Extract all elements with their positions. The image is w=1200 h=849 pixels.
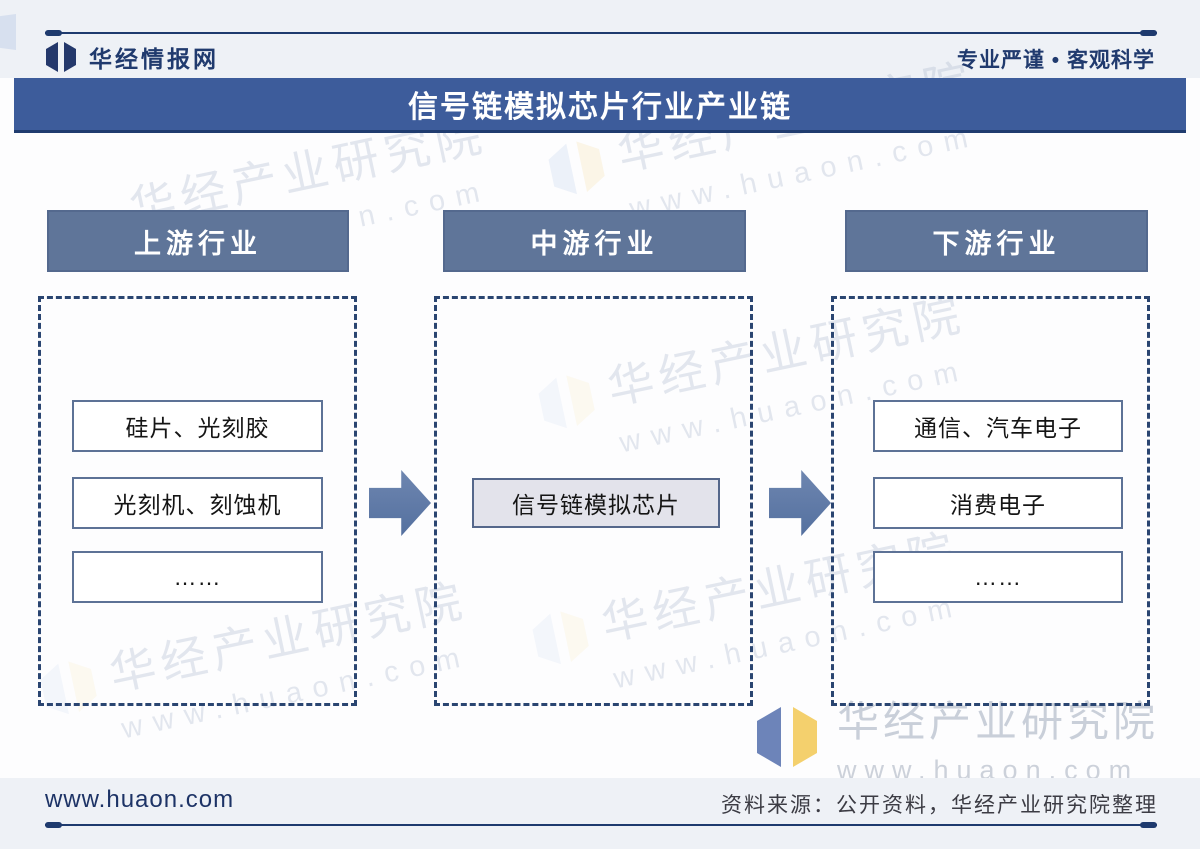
upstream-item: 光刻机、刻蚀机 — [72, 477, 323, 529]
footer-rule — [45, 822, 1157, 828]
midstream-item: 信号链模拟芯片 — [472, 478, 720, 528]
arrow-midstream-to-downstream-icon — [769, 470, 831, 536]
column-header-downstream: 下游行业 — [845, 210, 1148, 272]
watermark-logo-icon — [757, 707, 817, 767]
footer-source: 资料来源：公开资料，华经产业研究院整理 — [721, 794, 1158, 817]
brand-name: 华经情报网 — [89, 46, 219, 72]
brand: 华经情报网 — [45, 40, 219, 74]
footer-website: www.huaon.com — [45, 786, 235, 813]
footer-strip — [0, 778, 1200, 849]
page-title: 信号链模拟芯片行业产业链 — [14, 78, 1186, 133]
corner-watermark-shape — [0, 14, 16, 50]
header-rule — [45, 30, 1157, 36]
arrow-upstream-to-midstream-icon — [369, 470, 431, 536]
upstream-container: 硅片、光刻胶 光刻机、刻蚀机 …… — [38, 296, 357, 706]
downstream-item: 通信、汽车电子 — [873, 400, 1123, 452]
downstream-container: 通信、汽车电子 消费电子 …… — [831, 296, 1150, 706]
midstream-container: 信号链模拟芯片 — [434, 296, 753, 706]
downstream-item: …… — [873, 551, 1123, 603]
header-strip — [0, 0, 1200, 78]
column-header-upstream: 上游行业 — [47, 210, 349, 272]
brand-logo-icon — [46, 42, 76, 72]
downstream-item: 消费电子 — [873, 477, 1123, 529]
upstream-item: …… — [72, 551, 323, 603]
upstream-item: 硅片、光刻胶 — [72, 400, 323, 452]
column-header-midstream: 中游行业 — [443, 210, 746, 272]
header-slogan: 专业严谨 • 客观科学 — [956, 49, 1155, 72]
